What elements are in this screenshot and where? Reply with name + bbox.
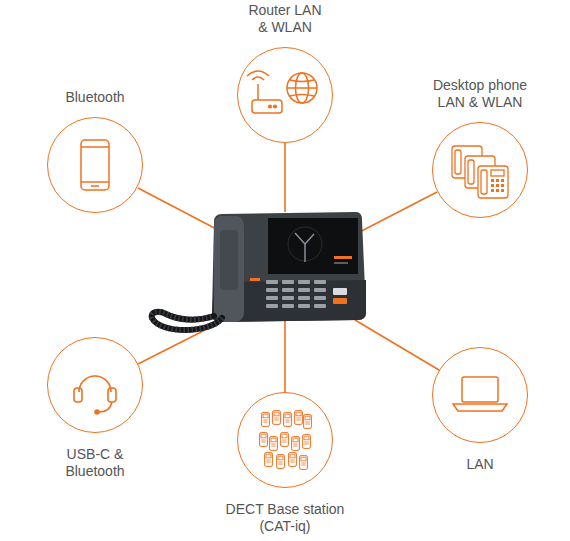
headset-icon — [74, 376, 116, 414]
circle-label: DECT Base station (CAT-iq) — [218, 501, 352, 535]
laptop-icon — [453, 377, 507, 411]
connection-circle: LAN — [432, 347, 528, 443]
connection-circle: Desktop phone LAN & WLAN — [432, 122, 528, 218]
connection-circle: DECT Base station (CAT-iq) — [237, 392, 333, 488]
smartphone-icon — [81, 140, 109, 190]
leader-lines — [138, 143, 439, 392]
desk-phone — [152, 212, 366, 330]
desktop-phones-icon — [452, 146, 508, 198]
router-icon — [247, 71, 317, 113]
connection-circle: USB-C & Bluetooth — [47, 337, 143, 433]
circle-label: Router LAN & WLAN — [243, 2, 327, 36]
circle-label: Desktop phone LAN & WLAN — [428, 77, 532, 111]
circle-label: USB-C & Bluetooth — [53, 446, 137, 480]
connection-circle: Bluetooth — [47, 117, 143, 213]
circle-label: LAN — [430, 456, 530, 473]
circle-label: Bluetooth — [45, 89, 145, 106]
dect-handsets-icon — [260, 411, 312, 470]
connection-circle: Router LAN & WLAN — [237, 47, 333, 143]
